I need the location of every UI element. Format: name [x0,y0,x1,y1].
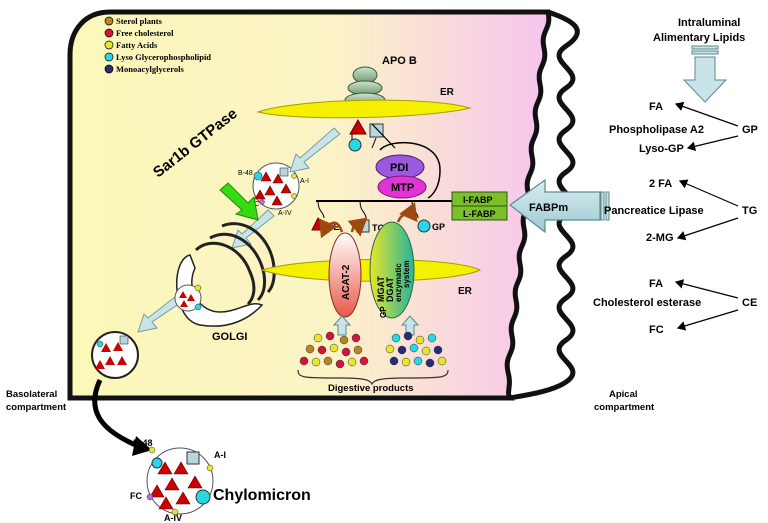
legend-label-fatty-acids: Fatty Acids [116,40,158,50]
mgat-line-3: enzymatic [394,263,403,302]
legend-swatch-monoacylglycerols [104,64,114,74]
legend-label-sterol-plants: Sterol plants [116,16,163,26]
chylomicron-ai-label: A-I [214,450,226,460]
apo-b-label: APO B [382,55,417,67]
reaction-cholesterol-esterase: FA Cholesterol esterase FC CE [593,278,757,336]
reaction3-product2: FC [649,324,664,336]
legend-swatch-sterol-plants [104,16,114,26]
lumen-down-arrow [682,56,728,103]
reaction1-enzyme: Phospholipase A2 [609,124,704,136]
ce-triangle-er [349,118,367,135]
golgi: GOLGI [174,222,276,343]
digestive-cluster-right [385,331,447,368]
apical-line-2: compartment [594,402,655,413]
vesicle-ai-label: A-I [300,178,309,185]
apical-line-1: Apical [609,389,638,400]
reaction2-product1: 2 FA [649,178,672,190]
mgat-line-1: MGAT [376,276,386,302]
er-bottom-label: ER [458,286,473,297]
tg-label: TG [372,223,385,233]
mgat-line-4: system [402,260,411,288]
chylomicron-aiv-label: A-IV [164,513,182,523]
reaction-pancreatic-lipase: 2 FA Pancreatice Lipase 2-MG TG [604,178,757,244]
lfabp-label: L-FABP [463,209,496,219]
chylomicron-fc-label: FC [130,491,142,501]
arrow-er-to-vesicle [289,127,341,173]
legend-label-monoacylglycerols: Monoacylglycerols [116,64,185,74]
tg-square-er [369,123,384,138]
legend-label-lyso-glycerophospholipid: Lyso Glycerophospholipid [116,52,211,62]
reaction1-product2: Lyso-GP [639,143,684,155]
basolateral-line-1: Basolateral [6,389,57,400]
sar1b-green-arrow [219,182,259,221]
digestive-cluster-left [299,331,369,369]
reaction1-product1: FA [649,101,663,113]
digestive-products-label: Digestive products [328,383,414,394]
reaction3-enzyme: Cholesterol esterase [593,297,701,309]
ifabp-label: I-FABP [463,195,493,205]
mgat-line-2: DGAT [385,277,395,302]
gp-circle-er [348,138,362,152]
mgat-dgat-enzyme [369,221,415,319]
fabpm-big-arrow [508,178,601,234]
pdi-label: PDI [390,162,408,174]
exocytic-vesicle [91,331,139,379]
golgi-label: GOLGI [212,331,247,343]
reaction2-enzyme: Pancreatice Lipase [604,205,704,217]
legend-swatch-lyso-glycerophospholipid [104,52,114,62]
er-top [256,99,472,119]
basolateral-line-2: compartment [6,402,67,413]
reaction-phospholipase: FA Phospholipase A2 Lyso-GP GP [609,101,758,155]
legend-label-free-cholesterol: Free cholesterol [116,28,174,38]
gp-small-label: GP [379,306,388,318]
reaction2-product2: 2-MG [646,232,674,244]
prechylomicron-vesicle: B-48 A-I FC A-IV [238,162,309,217]
fabpm-label: FABPm [529,202,568,214]
chylomicron: B-48 A-I FC A-IV Chylomicron [130,438,311,523]
lumen-title-line-2: Alimentary Lipids [653,32,745,44]
chylomicron-title: Chylomicron [213,487,311,504]
reaction2-substrate: TG [742,205,757,217]
legend-swatch-free-cholesterol [104,28,114,38]
reaction1-substrate: GP [742,124,758,136]
gp-circle [417,219,431,233]
legend-swatch-fatty-acids [104,40,114,50]
vesicle-aiv-label: A-IV [278,210,292,217]
vesicle-b48-label: B-48 [238,170,253,177]
secretion-arrow [92,378,139,449]
legend: Sterol plants Free cholesterol Fatty Aci… [104,16,211,74]
chylomicron-b48-label: B-48 [133,438,153,448]
reaction3-substrate: CE [742,297,757,309]
mtp-protein [377,175,427,199]
mtp-label: MTP [391,182,414,194]
gp-label: GP [432,222,445,232]
acat2-label: ACAT-2 [341,264,352,300]
digestive-brace [297,369,449,386]
acat2-enzyme [328,232,362,318]
lumen-title-line-1: Intraluminal [678,17,740,29]
reaction3-product1: FA [649,278,663,290]
er-top-label: ER [440,87,455,98]
